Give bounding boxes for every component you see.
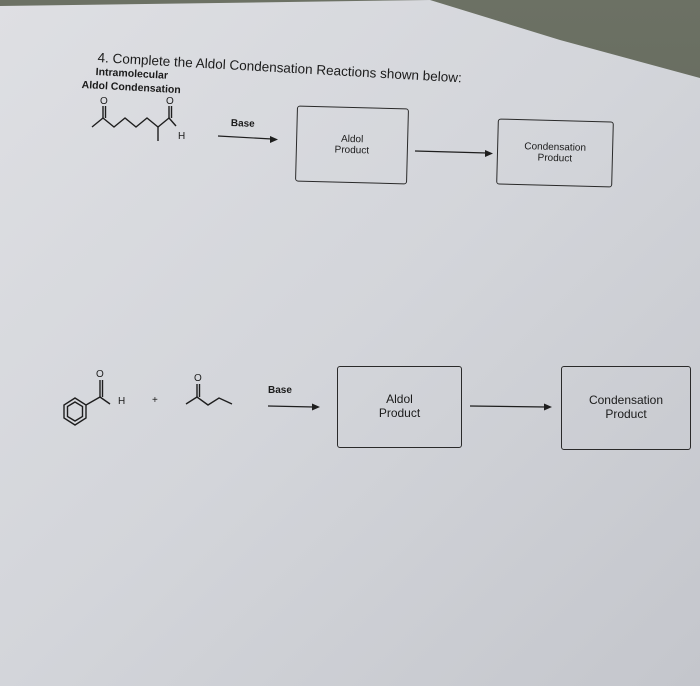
reaction2-aldol-line2: Product (378, 406, 421, 420)
reaction2-oxygen-2: O (194, 373, 202, 384)
reaction1-condensation-line2: Product (537, 152, 573, 165)
reaction2-plus-sign: + (152, 395, 158, 406)
reaction2-condensation-line2: Product (605, 407, 647, 421)
reaction2-aldol-product-box: Aldol Product (337, 366, 462, 448)
reaction1-arrow-head-1 (270, 136, 278, 143)
reaction1-condensation-line1: Condensation (524, 140, 587, 154)
reaction2-condensation-line1: Condensation (588, 393, 664, 408)
reaction2-arrows (267, 405, 547, 408)
reaction1-condensation-product-box: Condensation Product (496, 118, 614, 188)
reaction2-ketone-structure (185, 384, 233, 406)
reaction1-aldol-line2: Product (334, 144, 370, 157)
reaction1-aldehyde-h: H (178, 131, 186, 142)
reaction1-arrows (217, 135, 488, 154)
reaction2-arrow-head-1 (312, 403, 320, 411)
reaction1-aldol-line1: Aldol (340, 133, 364, 145)
reaction2-aldehyde-h: H (118, 396, 126, 407)
reaction1-base-label: Base (230, 118, 255, 130)
reaction2-benzaldehyde-structure (63, 380, 111, 426)
reaction1-aldol-product-box: Aldol Product (295, 105, 409, 185)
reaction2-arrow-head-2 (544, 403, 552, 411)
reaction1-arrow-head-2 (485, 150, 493, 157)
reaction2-base-label: Base (268, 385, 292, 396)
reaction2-oxygen-1: O (96, 369, 104, 380)
question-number: 4. (97, 50, 110, 66)
reaction2-condensation-product-box: Condensation Product (561, 366, 691, 450)
reaction2-aldol-line1: Aldol (386, 392, 413, 407)
reaction1-reactant-structure (91, 106, 177, 141)
reaction1-oxygen-1: O (100, 96, 108, 107)
reaction1-oxygen-2: O (166, 96, 174, 107)
